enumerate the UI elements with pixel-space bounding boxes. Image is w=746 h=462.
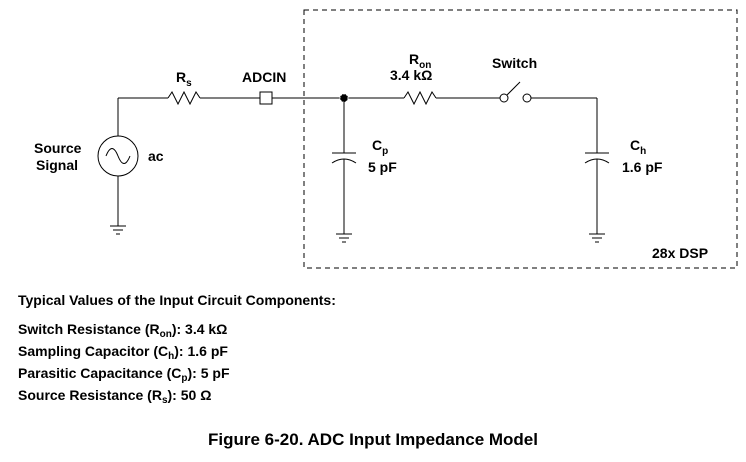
rs-label: Rs	[176, 69, 192, 89]
ch-value: 1.6 pF	[622, 159, 663, 175]
notes-heading: Typical Values of the Input Circuit Comp…	[18, 292, 336, 308]
notes-row-parasitic-capacitance: Parasitic Capacitance (Cp): 5 pF	[18, 365, 230, 384]
resistor-rs	[167, 90, 201, 106]
ground-symbol	[110, 225, 126, 235]
source-branch	[97, 97, 168, 226]
capacitor-cp	[331, 98, 357, 243]
source-signal-label-line1: Source	[34, 140, 82, 156]
ch-label: Ch	[630, 137, 646, 157]
schematic-diagram: Source Signal ac Rs ADCIN Ron 3.4 kΩ Swi…	[34, 9, 738, 269]
switch-label: Switch	[492, 55, 537, 71]
ac-label: ac	[148, 148, 164, 164]
dsp-label: 28x DSP	[652, 245, 708, 261]
adcin-label: ADCIN	[242, 69, 286, 85]
notes-row-sampling-capacitor: Sampling Capacitor (Ch): 1.6 pF	[18, 343, 228, 362]
adcin-pin	[259, 91, 273, 105]
notes-row-source-resistance: Source Resistance (Rs): 50 Ω	[18, 387, 212, 406]
ron-value: 3.4 kΩ	[390, 67, 432, 83]
switch-symbol	[499, 81, 597, 103]
resistor-ron	[403, 90, 437, 106]
notes-row-switch-resistance: Switch Resistance (Ron): 3.4 kΩ	[18, 321, 228, 340]
source-signal-label-line2: Signal	[36, 157, 78, 173]
ron-label: Ron	[409, 51, 431, 71]
figure-caption: Figure 6-20. ADC Input Impedance Model	[208, 430, 538, 449]
capacitor-ch	[584, 98, 610, 243]
dsp-boundary	[303, 9, 738, 269]
component-values-notes: Typical Values of the Input Circuit Comp…	[18, 292, 718, 409]
cp-label: Cp	[372, 137, 388, 157]
cp-value: 5 pF	[368, 159, 397, 175]
